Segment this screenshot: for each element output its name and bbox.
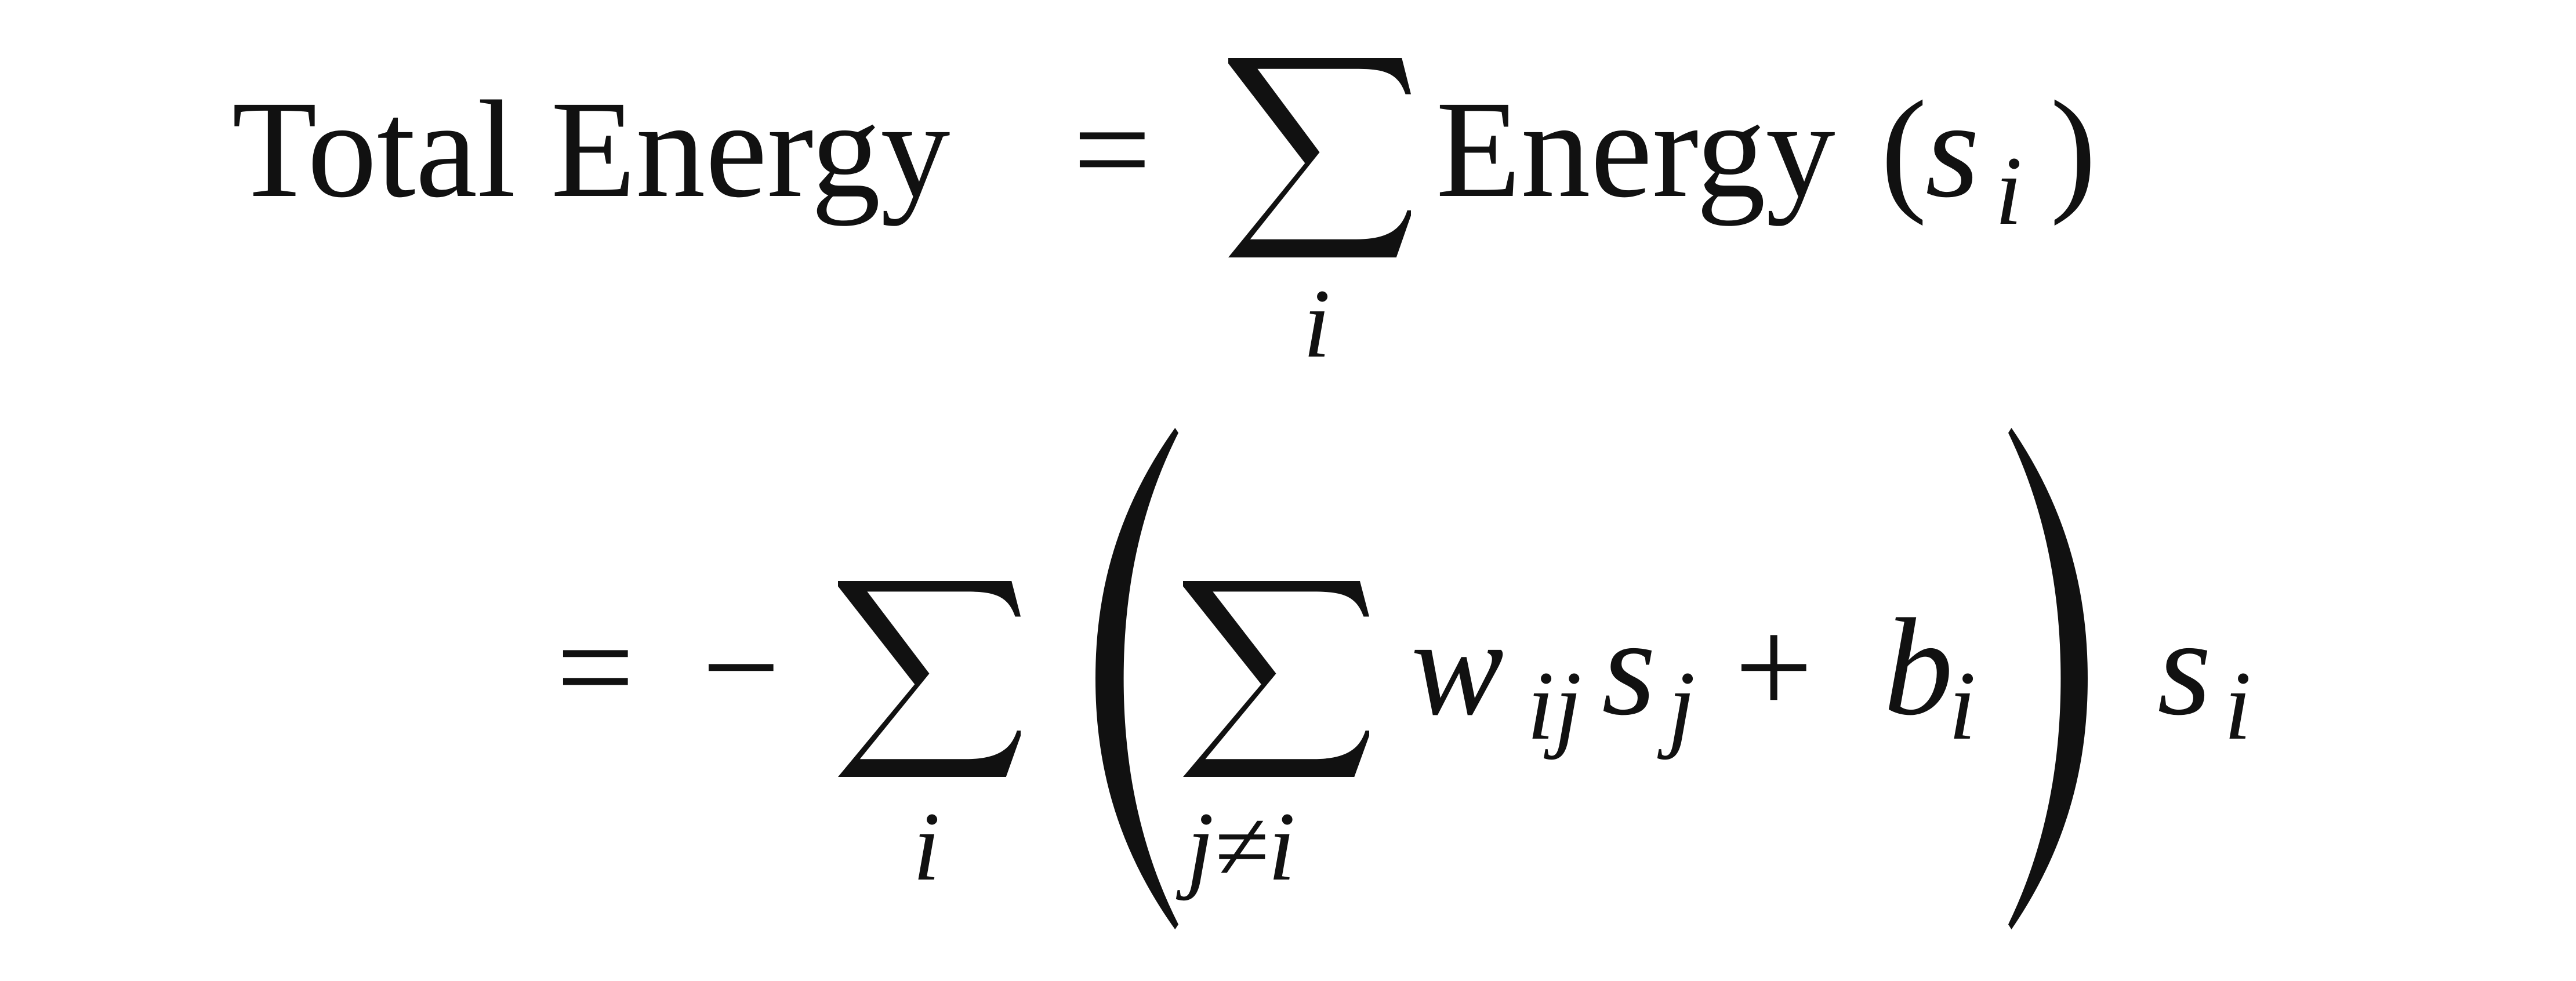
close-paren: ) [2050,72,2096,226]
subscript-i-outer: i [2224,651,2252,760]
outer-sum-index: i [913,792,941,901]
variable-s-i: s [2157,590,2212,744]
energy-term: Energy [1436,72,1835,226]
equals-sign: = [1073,72,1152,226]
inner-summation-sign [1183,581,1369,777]
bias-b: b [1884,590,1953,744]
plus-sign: + [1735,590,1813,744]
subscript-i: i [1995,136,2023,245]
weight-w: w [1411,590,1504,744]
subscript-j: j [1668,651,1696,760]
summation-sign [1228,58,1411,257]
weight-subscript: ij [1527,651,1582,760]
sum-index: i [1303,269,1331,378]
lhs-total-energy: Total Energy [232,72,950,226]
open-paren: ( [1881,72,1927,226]
big-right-paren [2008,428,2088,929]
equals-sign-2: = [556,590,635,744]
inner-sum-index: j≠i [1187,792,1296,901]
bias-subscript: i [1949,651,1976,760]
variable-s: s [1925,72,1980,226]
outer-summation-sign [838,581,1021,777]
minus-sign: − [702,590,781,744]
variable-s-j: s [1602,590,1656,744]
big-left-paren [1095,428,1178,929]
